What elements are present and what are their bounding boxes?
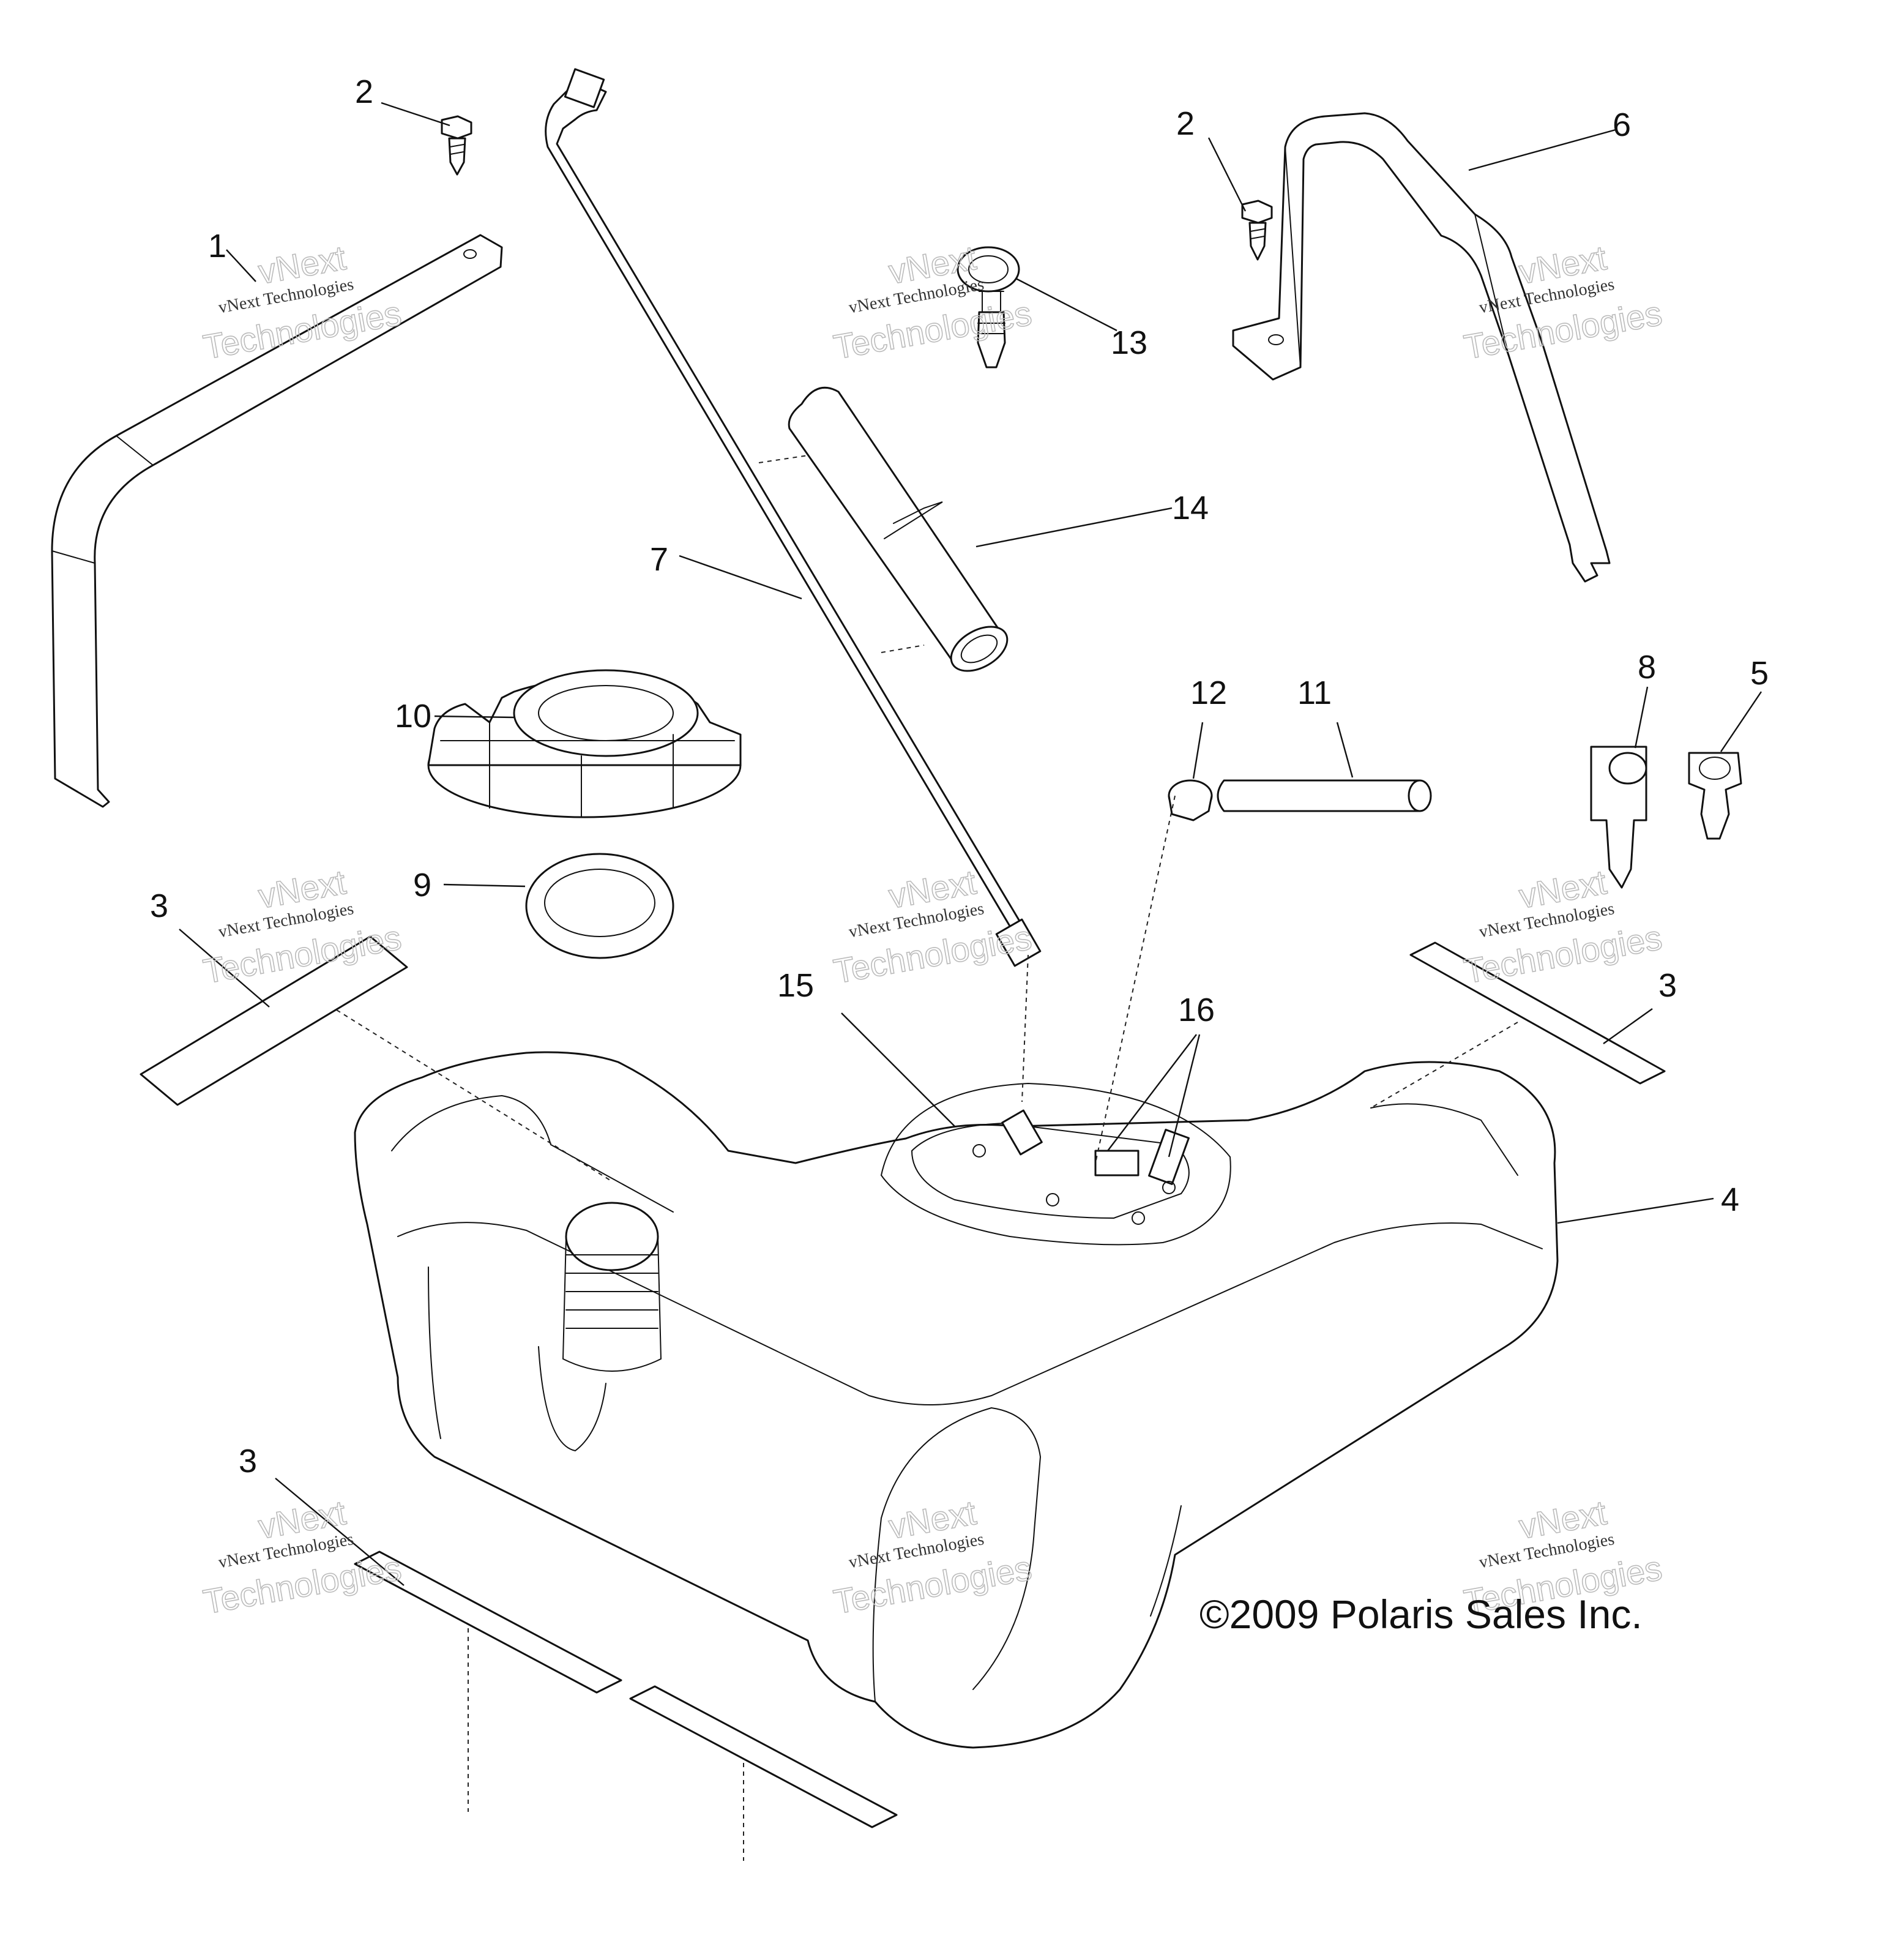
part-3-pad-lower-1: [354, 1550, 622, 1694]
callout-14: 14: [1172, 490, 1209, 526]
callout-16: 16: [1178, 992, 1215, 1028]
part-11-fuel-hose: [1217, 779, 1432, 812]
part-3-pad-upper-right: [1409, 941, 1666, 1085]
callout-3-lower: 3: [239, 1443, 257, 1479]
leader-lines: [179, 102, 1762, 1586]
part-6-right-bracket: [1232, 112, 1611, 583]
part-2-bolt-left: [441, 115, 472, 176]
callout-13: 13: [1111, 324, 1147, 361]
callout-11: 11: [1297, 675, 1332, 711]
watermark-7: vNext vNext Technologies Technologies: [200, 1492, 405, 1621]
callout-9: 9: [413, 867, 431, 903]
callout-3-upper-right: 3: [1658, 967, 1677, 1004]
watermark-6: vNext vNext Technologies Technologies: [1461, 862, 1665, 991]
part-10-fuel-cap: [427, 669, 742, 818]
part-13-hose-clip: [957, 246, 1020, 368]
callout-10: 10: [395, 698, 431, 735]
copyright-notice: ©2009 Polaris Sales Inc.: [1199, 1592, 1643, 1637]
part-3-pad-lower-2: [629, 1685, 898, 1828]
callout-1: 1: [208, 228, 226, 264]
part-8-clip: [1590, 746, 1647, 889]
part-9-gasket: [525, 853, 674, 959]
callout-15: 15: [777, 967, 814, 1004]
callout-3-upper-left: 3: [150, 888, 168, 924]
part-7-vent-line: [545, 68, 1042, 967]
callout-6: 6: [1613, 107, 1631, 143]
part-5-clip: [1688, 752, 1742, 840]
part-3-pad-upper-left: [140, 935, 408, 1106]
callout-5: 5: [1750, 655, 1769, 692]
callout-8: 8: [1638, 649, 1656, 686]
callout-labels: 1 2 2 3 3 3 4 5 6 7 8 9 10 11 12 13 14 1…: [150, 73, 1769, 1479]
callout-4: 4: [1721, 1181, 1739, 1218]
part-14-sleeve: [788, 386, 1009, 672]
callout-7: 7: [650, 541, 668, 578]
watermark-5: vNext vNext Technologies Technologies: [830, 862, 1035, 991]
callout-2-right: 2: [1176, 105, 1195, 142]
part-12-hose-clamp: [1168, 779, 1213, 821]
callout-2-left: 2: [355, 73, 373, 110]
part-2-bolt-right: [1241, 200, 1273, 261]
assembly-lines: [336, 455, 1518, 1861]
part-1-left-strap: [51, 234, 503, 808]
callout-12: 12: [1190, 675, 1227, 711]
